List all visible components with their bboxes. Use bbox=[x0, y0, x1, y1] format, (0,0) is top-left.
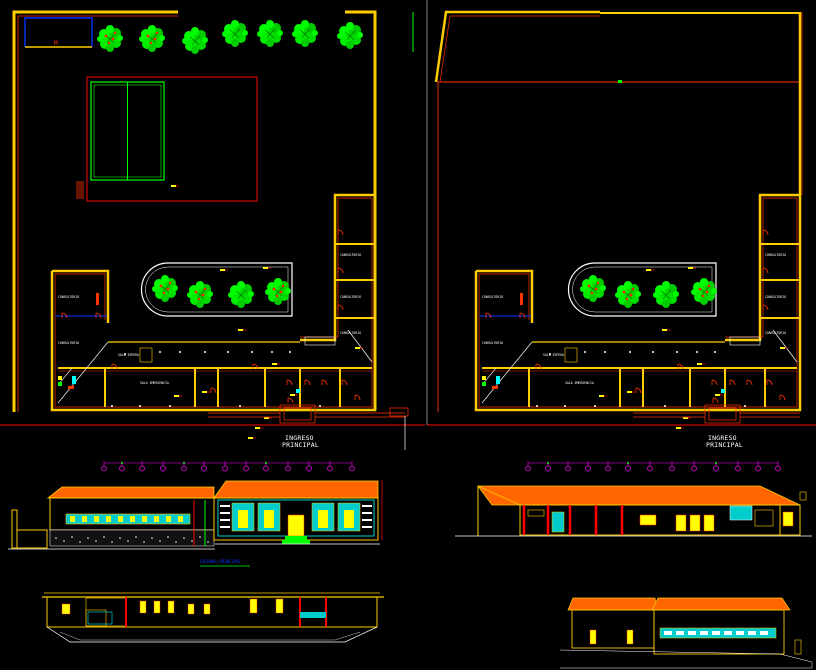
floor-plan-left: M bbox=[0, 10, 425, 450]
svg-text:M: M bbox=[54, 40, 58, 47]
entrance-label: INGRESO bbox=[708, 434, 737, 442]
entrance-label: INGRESO bbox=[285, 434, 314, 442]
entrance-label-sub: PRINCIPAL bbox=[706, 441, 743, 449]
room-label-consultorio: CONSULTORIO bbox=[58, 295, 79, 299]
tree-row-top bbox=[97, 19, 364, 55]
rear-elevation bbox=[559, 597, 813, 669]
building-walls bbox=[474, 193, 802, 412]
room-label-sala-emergencia: SALA EMERGENCIA bbox=[140, 381, 169, 385]
sports-court bbox=[76, 76, 258, 202]
garden-planter bbox=[140, 262, 293, 332]
room-label-consultorio: CONSULTORIO bbox=[340, 253, 361, 257]
room-label-consultorio: CONSULTORIO bbox=[482, 341, 503, 345]
room-label-sala-espera: SALA ESPERA bbox=[543, 353, 564, 357]
entrance-label-sub: PRINCIPAL bbox=[282, 441, 319, 449]
room-label-consultorio: CONSULTORIO bbox=[765, 295, 786, 299]
floor-plan-right: CONSULTORIO CONSULTORIO CONSULTORIO CONS… bbox=[426, 0, 816, 449]
side-elevation bbox=[455, 485, 812, 537]
room-label-consultorio: CONSULTORIO bbox=[340, 295, 361, 299]
front-elevation: FACHADA PRINCIPAL bbox=[8, 480, 383, 567]
entrance-steps bbox=[633, 404, 800, 424]
equipment-symbols bbox=[482, 293, 789, 430]
equipment-symbols bbox=[58, 293, 364, 440]
room-label-consultorio: CONSULTORIO bbox=[340, 331, 361, 335]
site-boundary bbox=[426, 0, 816, 426]
room-label-consultorio: CONSULTORIO bbox=[765, 331, 786, 335]
section-elevation bbox=[42, 592, 384, 643]
room-label-sala-espera: SALA ESPERA bbox=[118, 353, 139, 357]
entrance-steps bbox=[208, 404, 409, 450]
room-label-consultorio: CONSULTORIO bbox=[58, 341, 79, 345]
room-labels: CONSULTORIO CONSULTORIO CONSULTORIO CONS… bbox=[58, 253, 361, 385]
room-label-consultorio: CONSULTORIO bbox=[765, 253, 786, 257]
elevation-caption: FACHADA PRINCIPAL bbox=[200, 559, 242, 564]
corridor-fixtures bbox=[111, 351, 321, 407]
room-labels: CONSULTORIO CONSULTORIO CONSULTORIO CONS… bbox=[482, 253, 786, 385]
room-label-sala-emergencia: SALA EMERGENCIA bbox=[565, 381, 594, 385]
axis-markers-left bbox=[101, 460, 355, 472]
axis-markers-right bbox=[525, 460, 781, 472]
corner-room: M bbox=[24, 17, 93, 48]
site-boundary bbox=[0, 10, 425, 426]
corridor-fixtures bbox=[536, 351, 746, 407]
building-walls bbox=[50, 193, 377, 412]
garden-planter bbox=[567, 262, 718, 332]
room-label-consultorio: CONSULTORIO bbox=[482, 295, 503, 299]
